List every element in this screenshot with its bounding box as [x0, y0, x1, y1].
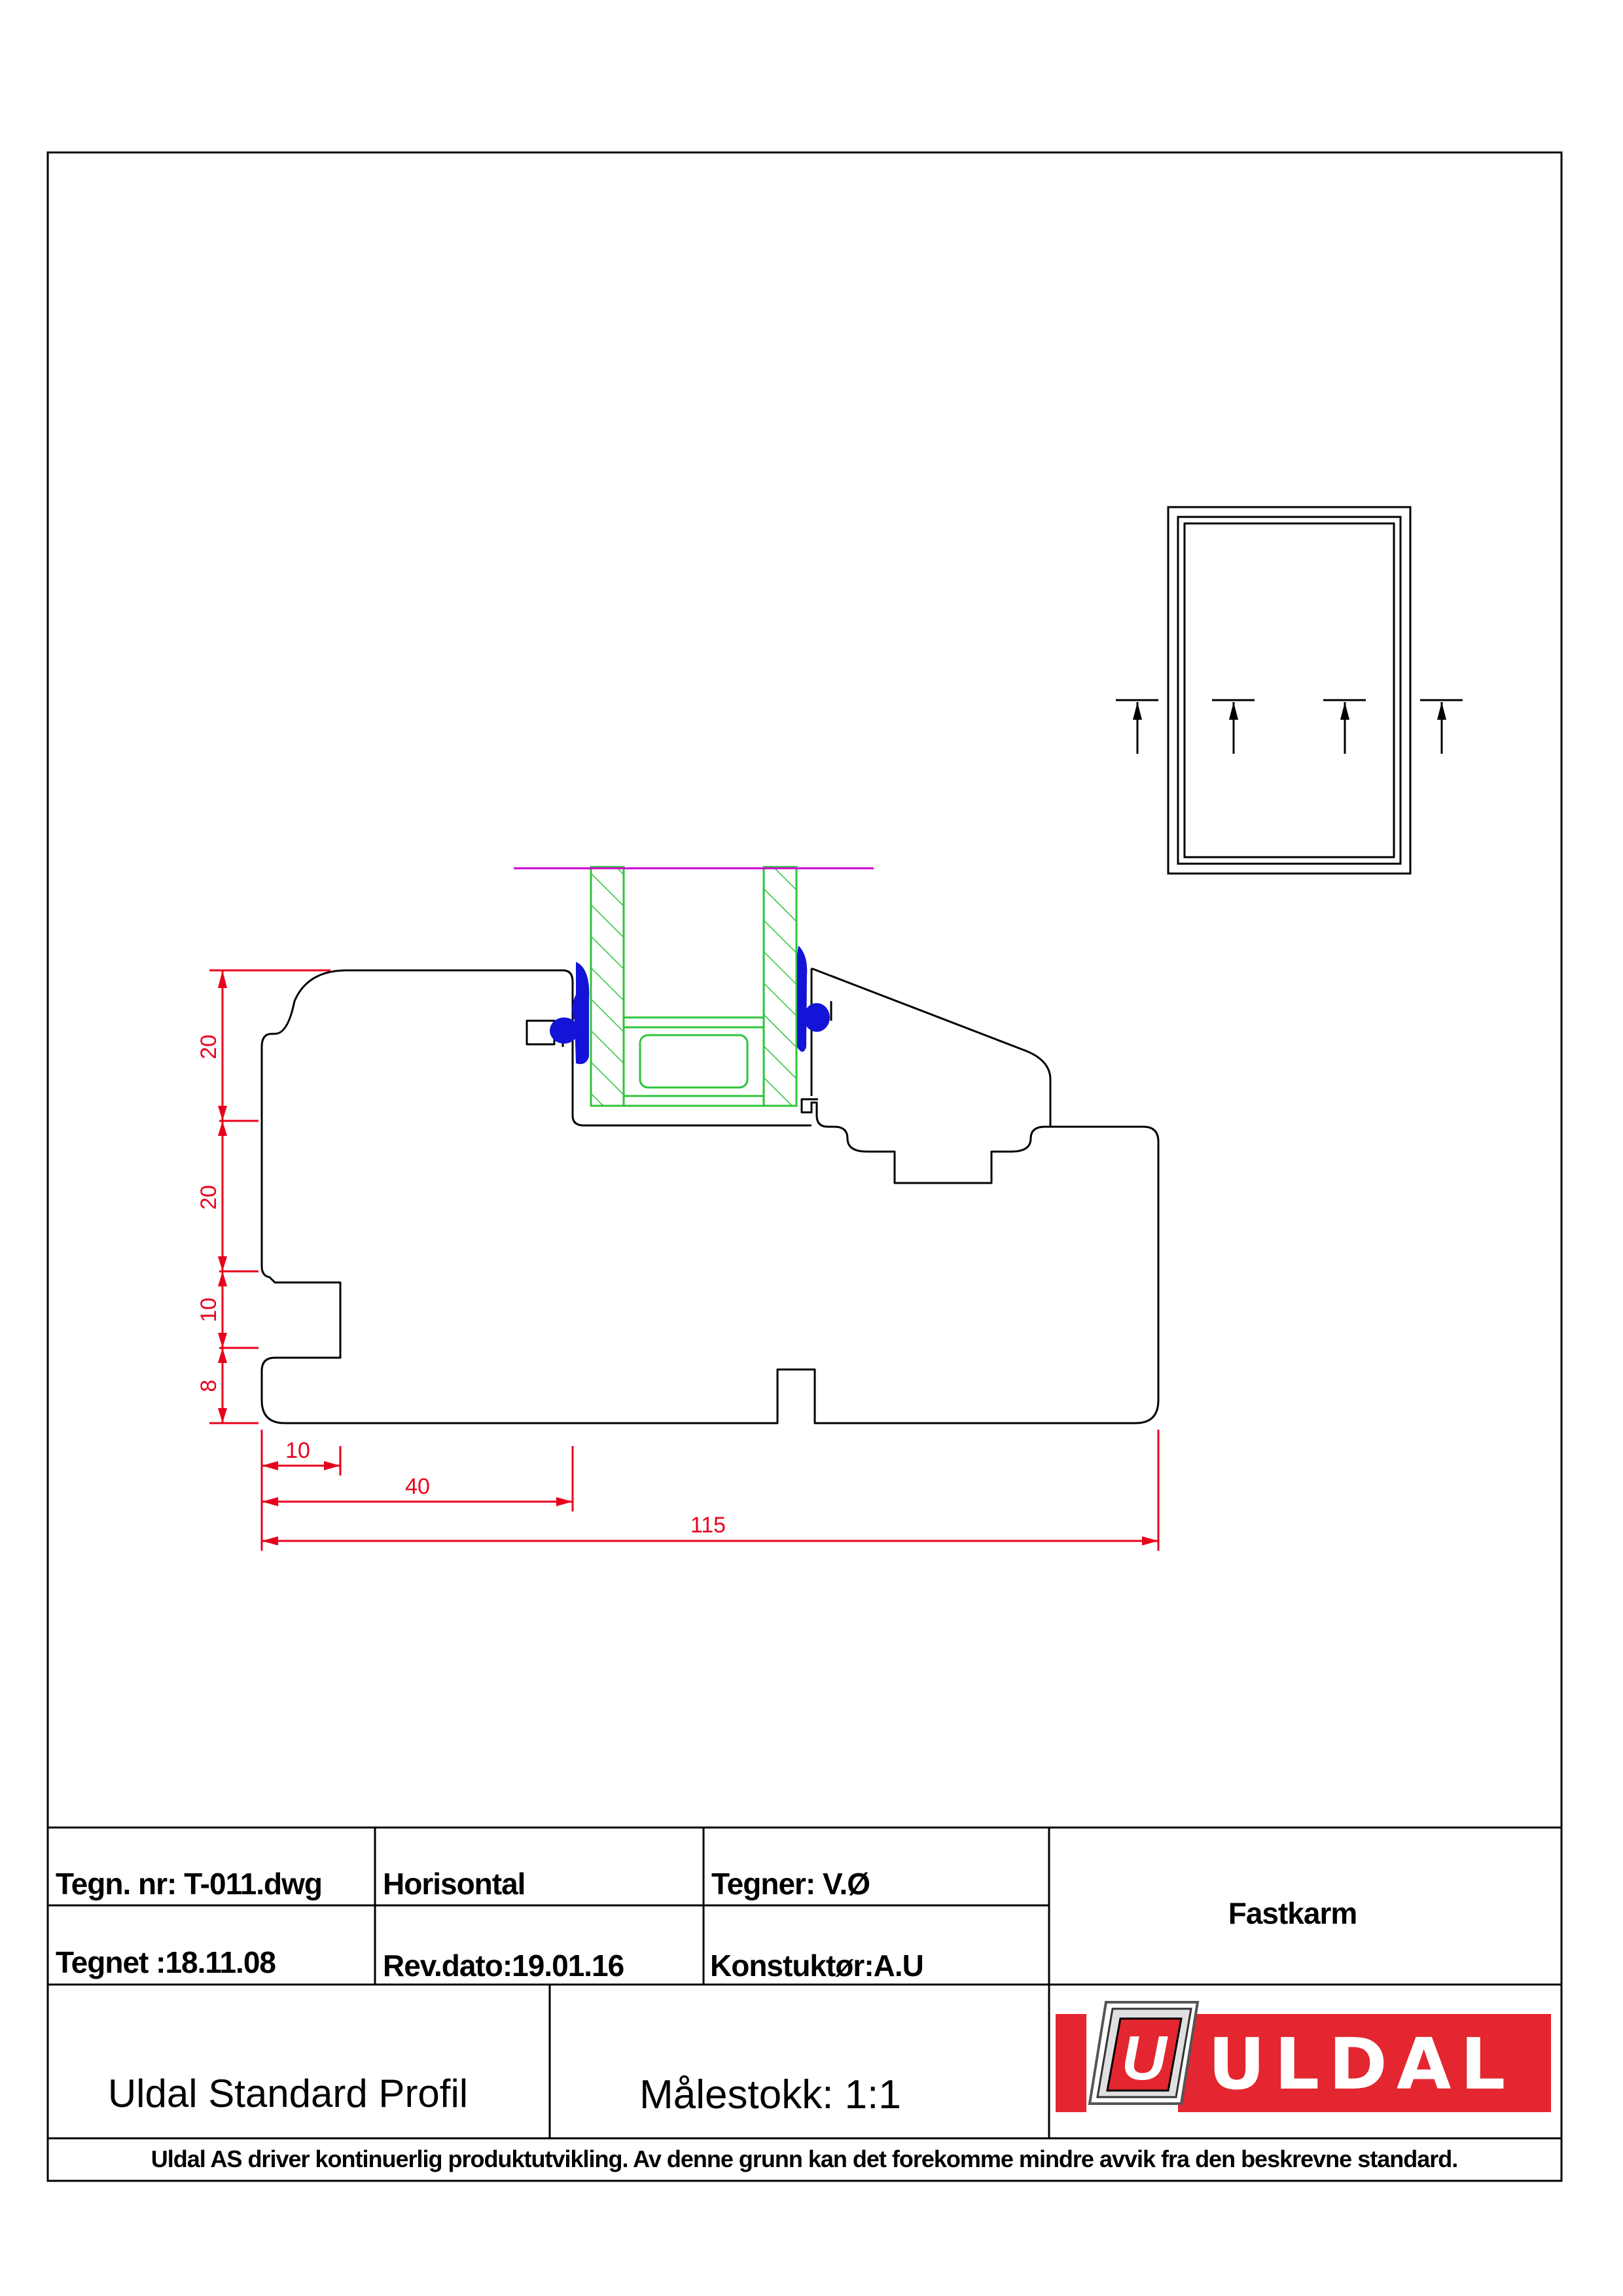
designer: Konstuktør:A.U [710, 1949, 923, 1983]
drawn-date: Tegnet :18.11.08 [56, 1945, 276, 1979]
glazing-gaskets [550, 945, 830, 1065]
product-name: Fastkarm [1228, 1896, 1357, 1930]
title-block [48, 1826, 1561, 2140]
section-marker-3 [1323, 699, 1366, 754]
dim-v-10: 10 [196, 1298, 221, 1322]
logo-letter: U [1121, 2023, 1168, 2093]
dim-h-115: 115 [690, 1513, 726, 1538]
uldal-logo: U ULDAL [1056, 2001, 1551, 2112]
dim-h-40: 40 [405, 1474, 430, 1499]
key-plan-window [1116, 506, 1463, 875]
drawing-number: Tegn. nr: T-011.dwg [56, 1867, 322, 1901]
dimension-arrows [218, 970, 1158, 1545]
dimension-lines [209, 969, 1160, 1551]
dim-v-20-mid: 20 [196, 1185, 221, 1210]
drawing-scale: Målestokk: 1:1 [639, 2072, 901, 2117]
frame-profile-section [260, 967, 1160, 1424]
dimension-labels: 20 20 10 8 10 40 115 [196, 1034, 726, 1538]
revision-date: Rev.dato:19.01.16 [383, 1949, 624, 1983]
logo-text: ULDAL [1208, 2024, 1515, 2106]
section-marker-1 [1116, 699, 1158, 754]
disclaimer: Uldal AS driver kontinuerlig produktutvi… [151, 2146, 1457, 2172]
view-orientation: Horisontal [383, 1867, 525, 1901]
drafter: Tegner: V.Ø [711, 1867, 870, 1901]
dim-h-10: 10 [285, 1438, 310, 1463]
window-logo-icon: U [1088, 2001, 1200, 2105]
profile-name: Uldal Standard Profil [108, 2072, 468, 2115]
dim-v-20-top: 20 [196, 1034, 221, 1059]
section-marker-4 [1420, 699, 1463, 754]
sheet-border [46, 151, 1563, 2182]
insulated-glass-unit [514, 866, 874, 1107]
dim-v-8: 8 [196, 1380, 221, 1392]
section-marker-2 [1212, 699, 1255, 754]
